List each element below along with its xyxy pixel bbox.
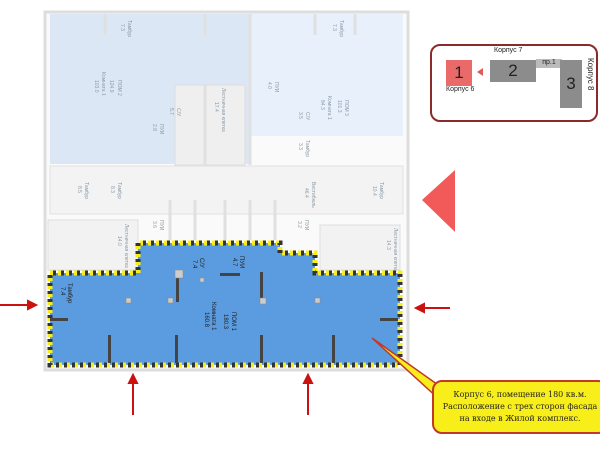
svg-text:Тамбур: Тамбур bbox=[378, 182, 384, 199]
svg-text:С/У: С/У bbox=[304, 112, 310, 121]
svg-text:46.4: 46.4 bbox=[303, 188, 309, 198]
svg-text:Тамбур: Тамбур bbox=[126, 20, 132, 37]
svg-text:8.3: 8.3 bbox=[109, 186, 115, 193]
svg-text:С/У: С/У bbox=[175, 108, 181, 117]
svg-text:17.4: 17.4 bbox=[213, 102, 219, 112]
svg-text:4.0: 4.0 bbox=[266, 82, 272, 89]
svg-text:Тамбур: Тамбур bbox=[304, 140, 310, 157]
stair-right bbox=[319, 224, 401, 271]
svg-text:4.7: 4.7 bbox=[231, 258, 237, 267]
svg-text:14.3: 14.3 bbox=[385, 240, 391, 250]
svg-text:ПУИ: ПУИ bbox=[238, 256, 244, 268]
svg-text:7.3: 7.3 bbox=[119, 24, 125, 31]
korpus7-label: Корпус 7 bbox=[494, 47, 523, 54]
svg-text:Лестничная клетка: Лестничная клетка bbox=[392, 228, 398, 272]
stair-left bbox=[47, 219, 139, 271]
pointer-icon bbox=[477, 68, 483, 76]
svg-text:Комната 1: Комната 1 bbox=[210, 302, 216, 331]
room-pom3 bbox=[250, 14, 403, 136]
svg-text:5.7: 5.7 bbox=[168, 108, 174, 115]
svg-text:84.3: 84.3 bbox=[319, 100, 325, 110]
premise-border bbox=[47, 240, 403, 368]
upper-walls bbox=[103, 14, 357, 240]
svg-text:ПУИ: ПУИ bbox=[158, 124, 164, 135]
svg-text:Комната 1: Комната 1 bbox=[326, 96, 332, 120]
svg-text:3.3: 3.3 bbox=[297, 143, 303, 150]
block-2: 2 bbox=[490, 60, 536, 82]
svg-text:7.4: 7.4 bbox=[59, 287, 65, 296]
svg-text:ПУИ: ПУИ bbox=[158, 220, 164, 231]
svg-text:8.5: 8.5 bbox=[76, 186, 82, 193]
svg-text:Вестибюль: Вестибюль bbox=[310, 182, 316, 208]
svg-text:10.4: 10.4 bbox=[371, 186, 377, 196]
svg-text:Лестничная клетка: Лестничная клетка bbox=[123, 224, 129, 268]
premise-walls bbox=[50, 272, 398, 363]
svg-text:3.5: 3.5 bbox=[297, 112, 303, 119]
passage-label: пр.1 bbox=[536, 59, 562, 68]
svg-text:Тамбур: Тамбур bbox=[116, 182, 122, 199]
svg-text:ПОМ 1: ПОМ 1 bbox=[230, 312, 236, 332]
svg-text:7.3: 7.3 bbox=[331, 24, 337, 31]
arrow-bottom2-icon bbox=[302, 372, 314, 384]
entrance-arrows bbox=[0, 299, 450, 415]
svg-text:С/У: С/У bbox=[198, 258, 204, 268]
svg-text:Тамбур: Тамбур bbox=[66, 283, 72, 304]
callout-line3: на входе в Жилой комплекс. bbox=[459, 414, 581, 423]
svg-text:103.0: 103.0 bbox=[93, 80, 99, 93]
svg-text:ПОМ 2: ПОМ 2 bbox=[116, 80, 122, 96]
stair-upper bbox=[174, 84, 246, 166]
korpus8-label: Корпус 8 bbox=[586, 58, 595, 91]
svg-text:124.9: 124.9 bbox=[108, 80, 114, 93]
block-1: 1 bbox=[446, 60, 472, 86]
svg-text:ПУИ: ПУИ bbox=[273, 82, 279, 93]
callout-line2: Расположение с трех сторон фасада bbox=[442, 402, 598, 411]
site-plan-inset: 1 2 пр.1 3 Корпус 6 Корпус 7 Корпус 8 bbox=[430, 44, 598, 122]
arrow-right-icon bbox=[413, 302, 425, 314]
arrow-left-icon bbox=[27, 299, 39, 311]
description-callout: Корпус 6, помещение 180 кв.м. Расположен… bbox=[432, 380, 600, 434]
svg-text:ПОМ 3: ПОМ 3 bbox=[343, 100, 349, 116]
svg-text:14.0: 14.0 bbox=[116, 236, 122, 246]
svg-text:3.2: 3.2 bbox=[296, 221, 302, 228]
arrow-bottom1-icon bbox=[127, 372, 139, 384]
svg-text:Тамбур: Тамбур bbox=[83, 182, 89, 199]
svg-text:Лестничная клетка: Лестничная клетка bbox=[220, 88, 226, 132]
svg-text:160.8: 160.8 bbox=[203, 312, 209, 328]
block-3: 3 bbox=[560, 60, 582, 108]
svg-text:ПУИ: ПУИ bbox=[303, 220, 309, 231]
columns bbox=[125, 269, 321, 305]
svg-text:2.8: 2.8 bbox=[151, 124, 157, 131]
facade-triangle-icon bbox=[422, 170, 455, 232]
svg-text:7.4: 7.4 bbox=[191, 260, 197, 269]
svg-text:180.3: 180.3 bbox=[222, 314, 228, 330]
premise-labels: ПОМ 1 180.3 Комната 1 160.8 С/У 7.4 ПУИ … bbox=[59, 256, 244, 332]
upper-room-labels: ПОМ 2 124.9 Комната 1 103.0 Тамбур 7.3 С… bbox=[76, 20, 398, 272]
svg-text:3.6: 3.6 bbox=[151, 221, 157, 228]
svg-text:Тамбур: Тамбур bbox=[338, 20, 344, 37]
svg-text:101.3: 101.3 bbox=[336, 100, 342, 113]
korpus6-label: Корпус 6 bbox=[446, 86, 475, 93]
svg-text:Комната 1: Комната 1 bbox=[100, 72, 106, 96]
callout-line1: Корпус 6, помещение 180 кв.м. bbox=[453, 390, 587, 399]
